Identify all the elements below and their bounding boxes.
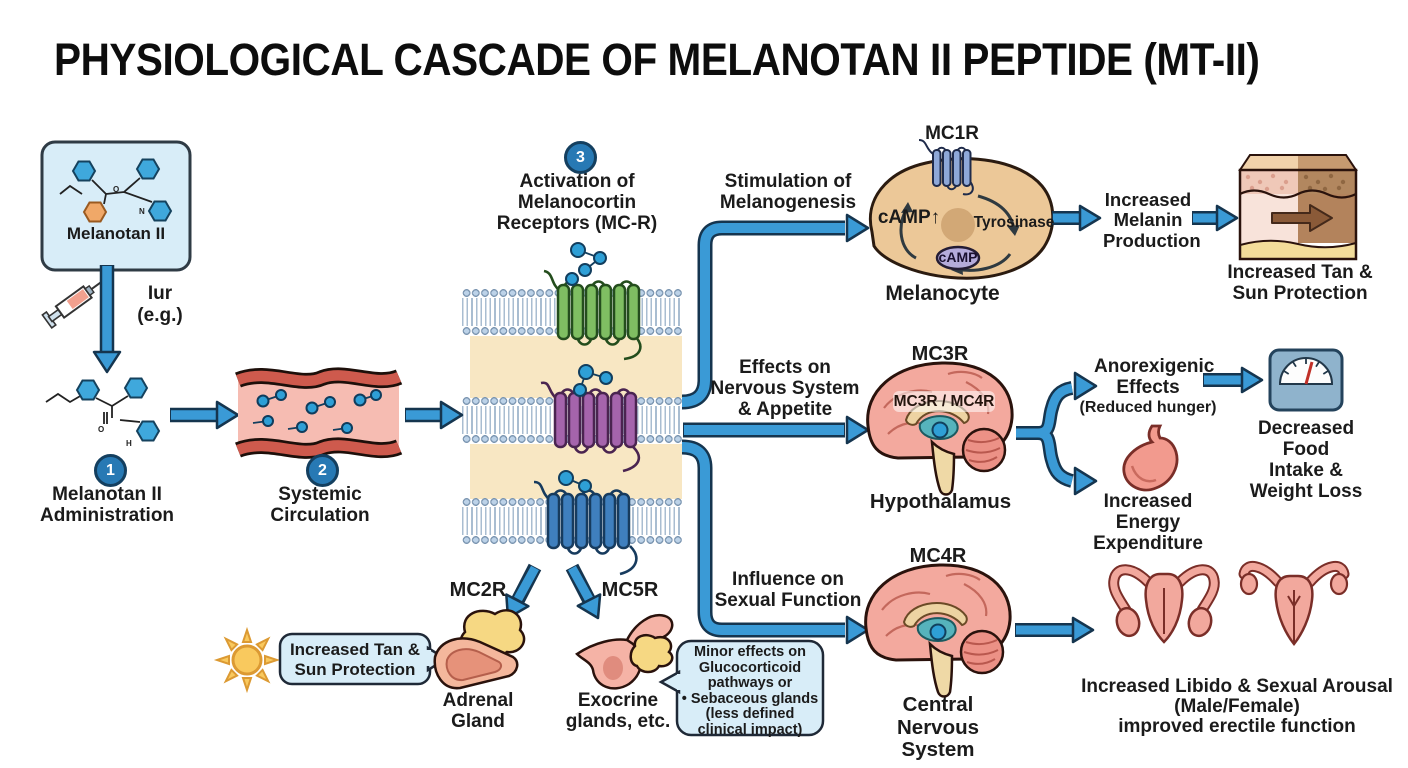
pathway-nervous-label: Effects on Nervous System & Appetite xyxy=(710,357,860,420)
melanotan-box: O N xyxy=(40,140,192,272)
cns-label: Central Nervous System xyxy=(896,693,980,762)
melanin-production-label: Increased Melanin Production xyxy=(1103,189,1201,251)
hypothalamus-label: Hypothalamus xyxy=(869,490,1012,513)
blood-vessel xyxy=(235,367,403,459)
cytoplasm-band-2 xyxy=(470,444,682,499)
melanocyte-label: Melanocyte xyxy=(885,282,1000,305)
receptor-purple xyxy=(540,364,641,473)
arrow-sexual xyxy=(681,439,870,645)
page-title: PHYSIOLOGICAL CASCADE OF MELANOTAN II PE… xyxy=(54,34,1260,85)
stomach-icon xyxy=(1122,424,1179,492)
step-3-label: Activation of Melanocortin Receptors (MC… xyxy=(496,171,658,234)
reduced-hunger-label: (Reduced hunger) xyxy=(1079,399,1217,416)
hypothalamus-brain xyxy=(866,361,1014,496)
pathway-sexual-label: Influence on Sexual Function xyxy=(714,569,862,611)
step-1-label: Melanotan II Administration xyxy=(39,484,175,526)
tan-bubble-text: Increased Tan & Sun Protection xyxy=(289,640,421,680)
syringe-icon xyxy=(41,278,106,329)
arrow-step1-to-step2 xyxy=(170,400,240,430)
step-2-number: 2 xyxy=(306,454,339,487)
adrenal-gland xyxy=(433,609,526,690)
camp-vesicle-label: cAMP xyxy=(938,249,978,265)
weight-loss-label: Decreased Food Intake & Weight Loss xyxy=(1249,418,1363,502)
fork-arrow xyxy=(1016,371,1098,496)
exocrine-gland xyxy=(575,613,674,690)
adrenal-gland-label: Adrenal Gland xyxy=(442,690,514,732)
arrow-step2-to-step3 xyxy=(405,400,464,430)
step-2-label: Systemic Circulation xyxy=(270,484,370,526)
atom-o: O xyxy=(98,425,104,434)
arrow-nervous xyxy=(683,415,870,445)
arrow-melanogenesis xyxy=(681,213,870,410)
arrow-to-organs xyxy=(1015,616,1095,644)
injection-note: Iur (e.g.) xyxy=(137,283,183,326)
exocrine-gland-label: Exocrine glands, etc. xyxy=(565,690,671,732)
skin-cube xyxy=(1238,154,1358,261)
arrow-to-melanin xyxy=(1052,204,1102,232)
mc1r-label: MC1R xyxy=(925,123,979,144)
melanotan-molecule: O H xyxy=(45,377,160,448)
scale-icon xyxy=(1268,348,1344,412)
mc2r-label: MC2R xyxy=(449,579,507,601)
camp-rise-label: cAMP↑ xyxy=(877,207,941,228)
arrow-box-to-molecule xyxy=(92,265,122,374)
female-reproductive-icon xyxy=(1238,561,1350,647)
receptor-green xyxy=(543,242,642,361)
mc4r-label: MC4R xyxy=(909,545,967,567)
atom-n: N xyxy=(139,207,145,216)
libido-outcome-label: Increased Libido & Sexual Arousal (Male/… xyxy=(1081,676,1393,738)
pathway-melanogenesis-label: Stimulation of Melanogenesis xyxy=(719,171,857,213)
sun-icon xyxy=(213,626,281,694)
tan-protection-label: Increased Tan & Sun Protection xyxy=(1227,262,1373,304)
step-3-number: 3 xyxy=(564,141,597,174)
compound-box-label: Melanotan II xyxy=(66,224,166,243)
minor-bubble-text: Minor effects on Glucocorticoid pathways… xyxy=(681,644,819,738)
step-1-number: 1 xyxy=(94,454,127,487)
male-reproductive-icon xyxy=(1108,564,1220,644)
arrow-mc5r xyxy=(565,563,602,620)
energy-expenditure-label: Increased Energy Expenditure xyxy=(1093,491,1203,554)
anorexigenic-label: Anorexigenic Effects xyxy=(1094,356,1215,398)
mc5r-label: MC5R xyxy=(601,579,659,601)
cns-brain xyxy=(864,563,1012,698)
minor-bubble xyxy=(658,639,825,737)
hypothalamus-inner-label: MC3R / MC4R xyxy=(893,391,995,412)
arrow-to-skin xyxy=(1192,204,1239,232)
arrow-to-scale xyxy=(1203,366,1264,394)
atom-o: O xyxy=(113,185,119,194)
atom-h: H xyxy=(126,439,132,448)
melanocyte-cell xyxy=(869,139,1055,280)
mc3r-label: MC3R xyxy=(911,343,969,365)
receptor-blue xyxy=(533,470,638,576)
tyrosinase-label: Tyrosinase xyxy=(973,214,1055,231)
